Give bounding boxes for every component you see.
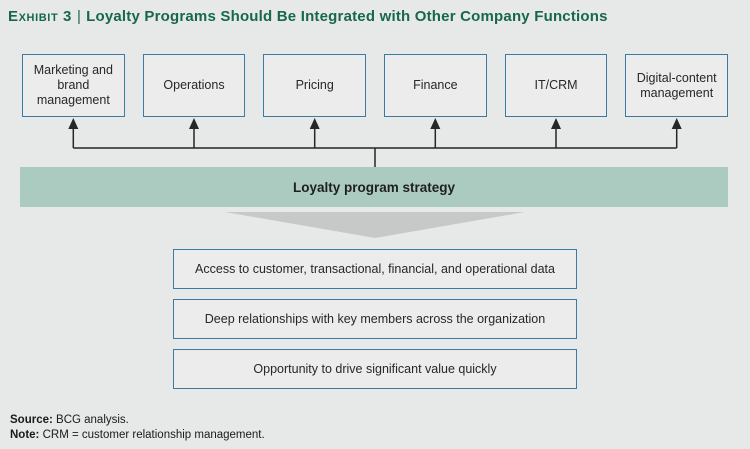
function-label: Pricing [295,78,334,92]
page-title: Loyalty Programs Should Be Integrated wi… [86,8,608,25]
arrow-up-icon [189,118,199,129]
function-box-it-crm: IT/CRM [504,54,608,117]
source-line: Source: BCG analysis. [10,413,265,428]
arrow-up-icon [68,118,79,129]
strategy-bar-label: Loyalty program strategy [292,179,456,195]
exhibit-title: Exhibit 3|Loyalty Programs Should Be Int… [8,8,608,25]
benefit-box-data-access: Access to customer, transactional, finan… [173,249,577,289]
function-label: Finance [413,78,458,92]
function-label: Marketing and brand management [33,63,113,107]
up-arrows-connector [68,118,682,167]
note-text: CRM = customer relationship management. [39,428,265,441]
source-label: Source: [10,414,53,426]
function-label: IT/CRM [534,78,578,92]
note-label: Note: [10,428,40,441]
function-box-operations: Operations [142,54,246,117]
footer-notes: Source: BCG analysis. Note: CRM = custom… [10,413,265,442]
function-box-digital-content: Digital-content management [625,54,729,117]
benefit-box-relationships: Deep relationships with key members acro… [173,299,577,339]
exhibit-number: Exhibit 3 [8,8,72,25]
benefit-label: Opportunity to drive significant value q… [253,362,497,376]
source-text: BCG analysis. [52,414,129,426]
arrow-up-icon [671,118,682,129]
note-line: Note: CRM = customer relationship manage… [10,428,265,443]
benefits-list: Access to customer, transactional, finan… [173,249,577,389]
strategy-bar: Loyalty program strategy [20,167,728,207]
benefit-label: Access to customer, transactional, finan… [195,262,555,276]
arrow-up-icon [309,118,320,129]
title-separator: | [76,8,82,25]
function-box-row: Marketing and brand management Operation… [22,54,729,117]
function-box-pricing: Pricing [263,54,367,117]
arrow-up-icon [551,118,561,129]
benefit-box-value: Opportunity to drive significant value q… [173,349,577,389]
function-label: Digital-content management [636,70,717,100]
function-box-finance: Finance [384,54,487,117]
function-label: Operations [163,78,225,92]
arrow-up-icon [430,118,441,129]
down-arrow-icon [225,212,525,238]
benefit-label: Deep relationships with key members acro… [204,312,546,326]
function-box-marketing: Marketing and brand management [22,54,125,117]
